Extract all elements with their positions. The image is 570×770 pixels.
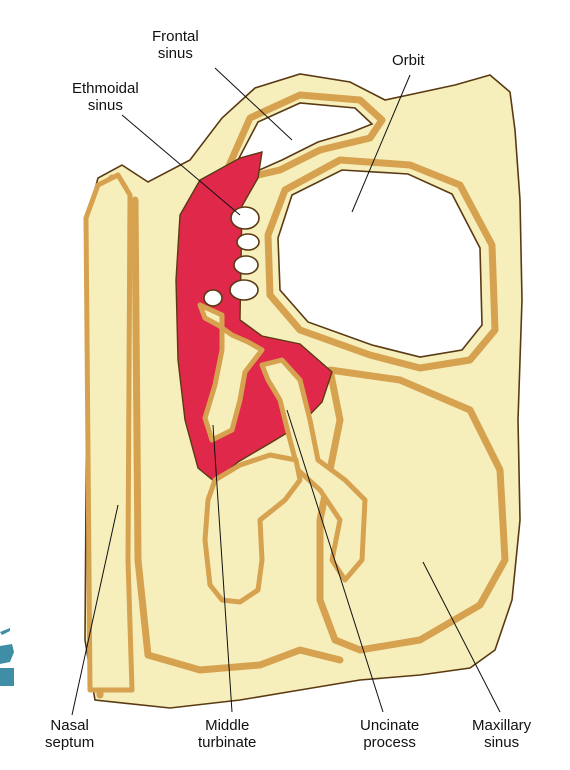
label-nasal-septum: Nasal septum [45,717,94,751]
label-uncinate-process-line2: process [360,734,419,751]
label-maxillary-sinus-line1: Maxillary [472,717,531,734]
label-maxillary-sinus-line2: sinus [472,734,531,751]
ethmoid-cell-4 [230,280,258,300]
label-frontal-sinus-line1: Frontal [152,28,199,45]
ethmoid-cell-5 [204,290,222,306]
label-nasal-septum-line1: Nasal [45,717,94,734]
septum-strip [86,175,132,690]
ethmoid-cell-2 [237,234,259,250]
label-orbit-line1: Orbit [392,52,425,69]
label-middle-turbinate: Middle turbinate [198,717,256,751]
label-frontal-sinus-line2: sinus [152,45,199,62]
label-nasal-septum-line2: septum [45,734,94,751]
ethmoid-cell-3 [234,256,258,274]
label-middle-turbinate-line2: turbinate [198,734,256,751]
label-uncinate-process-line1: Uncinate [360,717,419,734]
label-ethmoidal-sinus: Ethmoidal sinus [72,80,139,114]
label-frontal-sinus: Frontal sinus [152,28,199,62]
label-middle-turbinate-line1: Middle [198,717,256,734]
label-ethmoidal-sinus-line2: sinus [72,97,139,114]
edge-logo-fragment [0,628,16,688]
label-maxillary-sinus: Maxillary sinus [472,717,531,751]
edge-logo-mark [0,628,14,686]
label-orbit: Orbit [392,52,425,69]
label-ethmoidal-sinus-line1: Ethmoidal [72,80,139,97]
label-uncinate-process: Uncinate process [360,717,419,751]
